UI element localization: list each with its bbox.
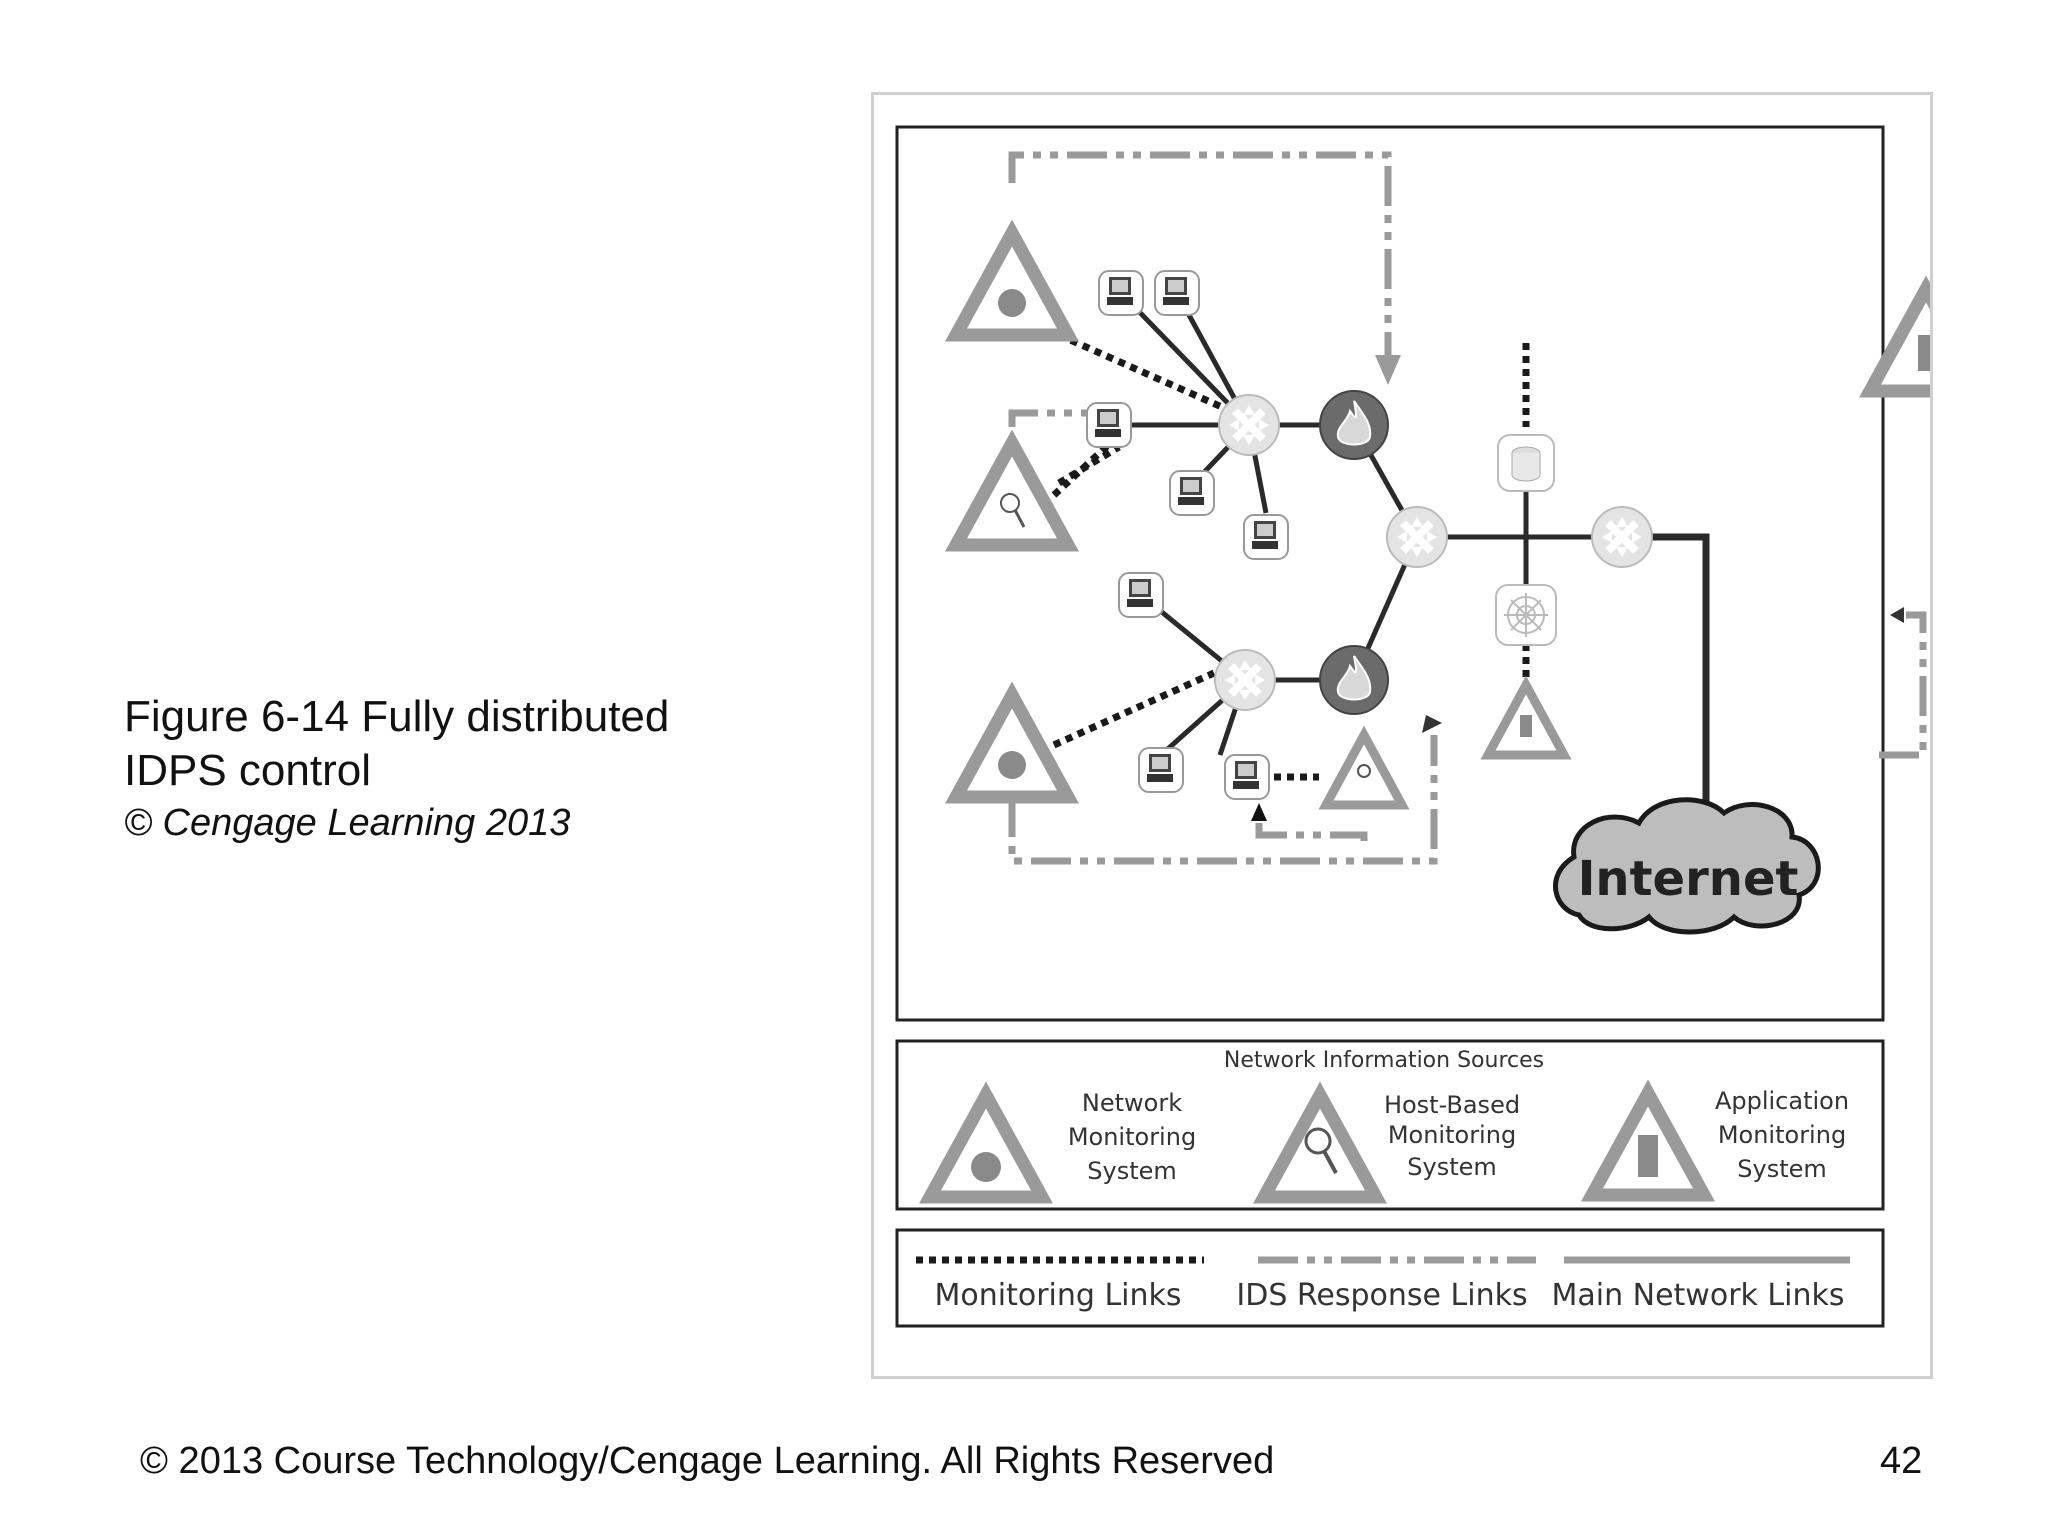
host-monitor-legend-icon — [1264, 1095, 1376, 1197]
computer-icon — [1086, 402, 1132, 448]
computer-icon — [1118, 572, 1164, 618]
database-icon — [1497, 434, 1555, 492]
link-label: IDS Response Links — [1236, 1278, 1527, 1313]
source-label-line: Monitoring — [1718, 1121, 1846, 1149]
spy-icon — [998, 751, 1026, 779]
computer-icon — [1169, 470, 1215, 516]
sources-title: Network Information Sources — [1224, 1048, 1544, 1073]
monitoring-links — [1051, 331, 1530, 781]
magnifier-handle — [1013, 509, 1026, 528]
network-diagram: Internet Network Information Sources Net… — [895, 125, 1934, 1328]
source-label-line: System — [1087, 1157, 1177, 1185]
microscope-icon — [1918, 335, 1934, 371]
diagram-frame — [895, 125, 1885, 1022]
router-icon — [1219, 395, 1279, 455]
magnifier-icon — [1357, 764, 1371, 778]
arrow-head — [1890, 607, 1904, 623]
microscope-icon — [1638, 1135, 1658, 1177]
figure-caption: Figure 6-14 Fully distributed IDPS contr… — [124, 690, 764, 848]
source-label-line: Monitoring — [1388, 1121, 1516, 1149]
firewall-icon — [1319, 645, 1389, 715]
router-icon — [1387, 507, 1447, 567]
sources-legend — [895, 1039, 1885, 1211]
source-label-line: Network — [1082, 1089, 1182, 1117]
network-monitor-icon — [956, 233, 1068, 335]
magnifier-icon — [1000, 493, 1020, 513]
caption-copyright: © Cengage Learning 2013 — [124, 802, 571, 844]
source-label-line: System — [1737, 1155, 1827, 1183]
magnifier-icon — [1304, 1127, 1332, 1155]
idps-figure: Internet Network Information Sources Net… — [871, 92, 1933, 1379]
firewall-icon — [1319, 390, 1389, 460]
arrow-head — [1251, 803, 1267, 821]
internet-cloud: Internet — [1553, 797, 1821, 935]
computer-icon — [1224, 754, 1270, 800]
router-icon — [1215, 650, 1275, 710]
link-label: Monitoring Links — [934, 1278, 1181, 1313]
computer-icon — [1243, 514, 1289, 560]
caption-title: Figure 6-14 Fully distributed — [124, 692, 670, 741]
magnifier-handle — [1322, 1150, 1338, 1174]
links-legend — [895, 1228, 1885, 1328]
router-icon — [1592, 507, 1652, 567]
network-monitor-icon — [956, 695, 1068, 797]
page-number: 42 — [1880, 1440, 1923, 1482]
link-label: Main Network Links — [1551, 1278, 1844, 1313]
computer-icon — [1138, 747, 1184, 793]
caption-subtitle: IDPS control — [124, 746, 371, 795]
spy-icon — [971, 1152, 1001, 1182]
microscope-icon — [1520, 715, 1532, 737]
source-label-line: System — [1407, 1153, 1497, 1181]
source-label-line: Monitoring — [1068, 1123, 1196, 1151]
spy-icon — [998, 289, 1026, 317]
internet-label: Internet — [1578, 851, 1799, 907]
computer-icon — [1154, 270, 1200, 316]
web-server-icon — [1495, 584, 1557, 646]
arrow-head — [1422, 715, 1442, 733]
footer-copyright: © 2013 Course Technology/Cengage Learnin… — [140, 1440, 1275, 1482]
source-label-line: Host-Based — [1384, 1091, 1520, 1119]
computer-icon — [1098, 270, 1144, 316]
host-monitor-icon — [1326, 735, 1402, 805]
arrow-head — [1375, 355, 1401, 385]
source-label-line: Application — [1715, 1087, 1849, 1115]
